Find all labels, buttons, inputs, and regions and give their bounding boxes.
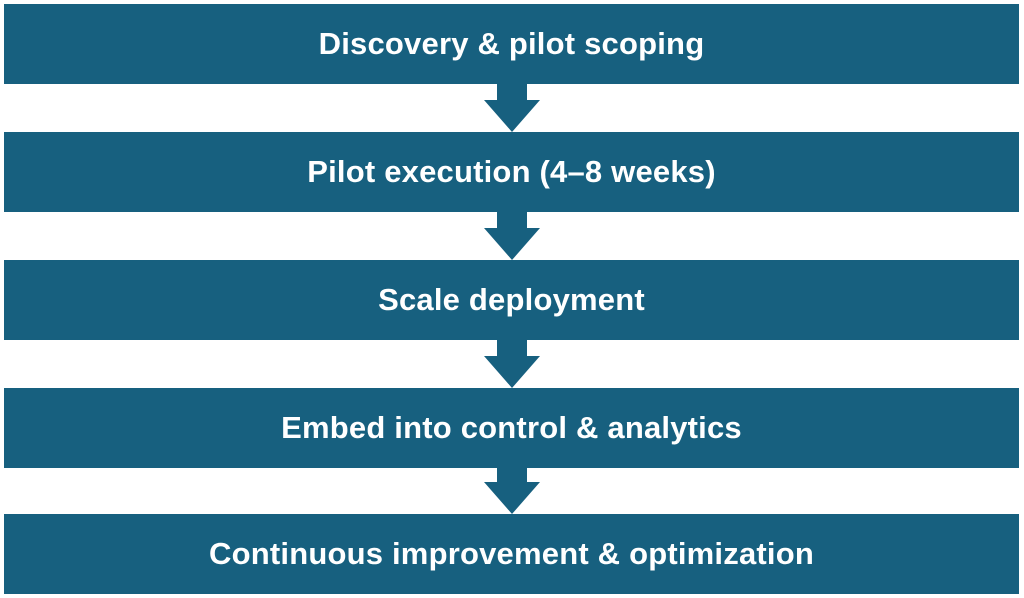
step-pilot-execution: Pilot execution (4–8 weeks) [4, 132, 1019, 212]
step-embed-control-analytics: Embed into control & analytics [4, 388, 1019, 468]
down-arrow-icon [484, 466, 540, 514]
step-scale-deployment: Scale deployment [4, 260, 1019, 340]
down-arrow-icon [484, 212, 540, 260]
step-label: Discovery & pilot scoping [318, 26, 705, 61]
step-continuous-improvement: Continuous improvement & optimization [4, 514, 1019, 594]
step-label: Embed into control & analytics [281, 410, 742, 445]
step-label: Continuous improvement & optimization [209, 536, 814, 571]
step-label: Pilot execution (4–8 weeks) [307, 154, 716, 189]
step-discovery-pilot-scoping: Discovery & pilot scoping [4, 4, 1019, 84]
down-arrow-icon [484, 84, 540, 132]
down-arrow-icon [484, 340, 540, 388]
step-label: Scale deployment [378, 282, 645, 317]
